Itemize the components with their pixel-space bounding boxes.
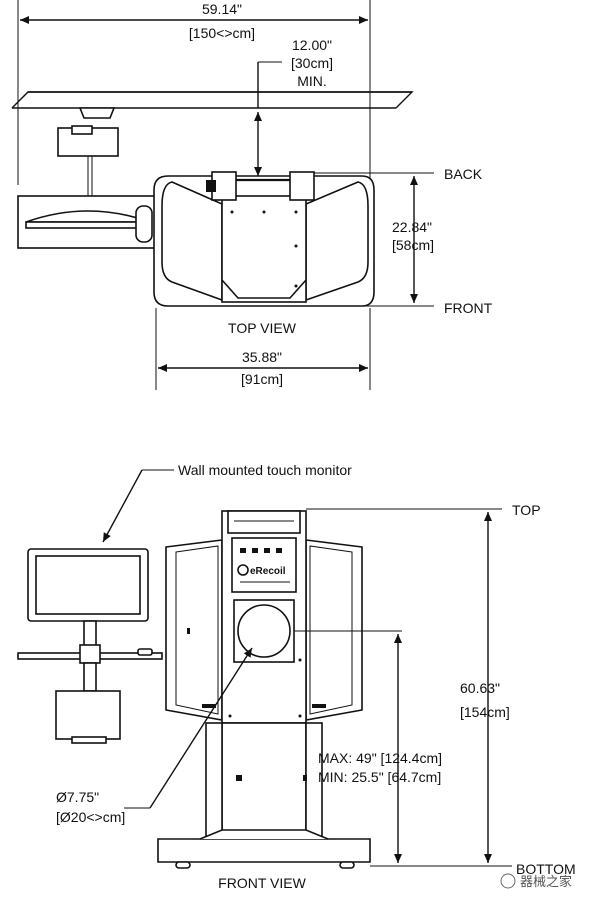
monitor-callout: Wall mounted touch monitor bbox=[102, 462, 352, 543]
overall-height-dimension: TOP BOTTOM 60.63" [154cm] bbox=[306, 502, 576, 877]
top-label: TOP bbox=[512, 502, 541, 518]
depth-label: 22.84" bbox=[392, 219, 432, 235]
diameter-metric: [Ø20<>cm] bbox=[56, 809, 125, 825]
wall bbox=[11, 91, 414, 109]
top-view-title: TOP VIEW bbox=[228, 320, 297, 336]
watermark: 器械之家 bbox=[500, 873, 572, 889]
unit-top-outline bbox=[153, 171, 375, 307]
front-view-title: FRONT VIEW bbox=[218, 875, 306, 891]
monitor-callout-label: Wall mounted touch monitor bbox=[178, 462, 352, 478]
clearance-note: MIN. bbox=[297, 73, 327, 89]
max-height-label: MAX: 49" [124.4cm] bbox=[318, 750, 442, 766]
clearance-label: 12.00" bbox=[292, 37, 332, 53]
unit-width-metric: [91cm] bbox=[241, 371, 283, 387]
height-metric: [154cm] bbox=[460, 704, 510, 720]
min-height-label: MIN: 25.5" [64.7cm] bbox=[318, 769, 441, 785]
unit-width-dimension: TOP VIEW 35.88" [91cm] bbox=[155, 308, 371, 390]
unit-front: eRecoil bbox=[157, 510, 371, 869]
depth-dimension: BACK FRONT 22.84" [58cm] bbox=[314, 166, 493, 316]
clearance-dimension: 12.00" [30cm] MIN. bbox=[254, 37, 333, 176]
diameter-label: Ø7.75" bbox=[56, 789, 99, 805]
panel-logo: eRecoil bbox=[250, 566, 286, 577]
target-height-dimension: MAX: 49" [124.4cm] MIN: 25.5" [64.7cm] bbox=[294, 630, 442, 863]
overall-width-metric: [150<>cm] bbox=[189, 25, 255, 41]
unit-width-label: 35.88" bbox=[242, 349, 282, 365]
overall-width-label: 59.14" bbox=[202, 1, 242, 17]
monitor-arm-top bbox=[17, 107, 157, 249]
bottom-label: BOTTOM bbox=[516, 861, 576, 877]
wall-monitor bbox=[17, 548, 163, 744]
back-label: BACK bbox=[444, 166, 483, 182]
overall-width-dimension: 59.14" [150<>cm] bbox=[17, 0, 371, 185]
front-view: Wall mounted touch monitor bbox=[17, 462, 576, 891]
diameter-callout: Ø7.75" [Ø20<>cm] bbox=[56, 647, 253, 825]
front-label: FRONT bbox=[444, 300, 493, 316]
clearance-metric: [30cm] bbox=[291, 55, 333, 71]
watermark-text: 器械之家 bbox=[520, 874, 572, 889]
depth-metric: [58cm] bbox=[392, 237, 434, 253]
top-view: 59.14" [150<>cm] 12.00" [30cm] MIN. bbox=[11, 0, 493, 390]
height-label: 60.63" bbox=[460, 680, 500, 696]
